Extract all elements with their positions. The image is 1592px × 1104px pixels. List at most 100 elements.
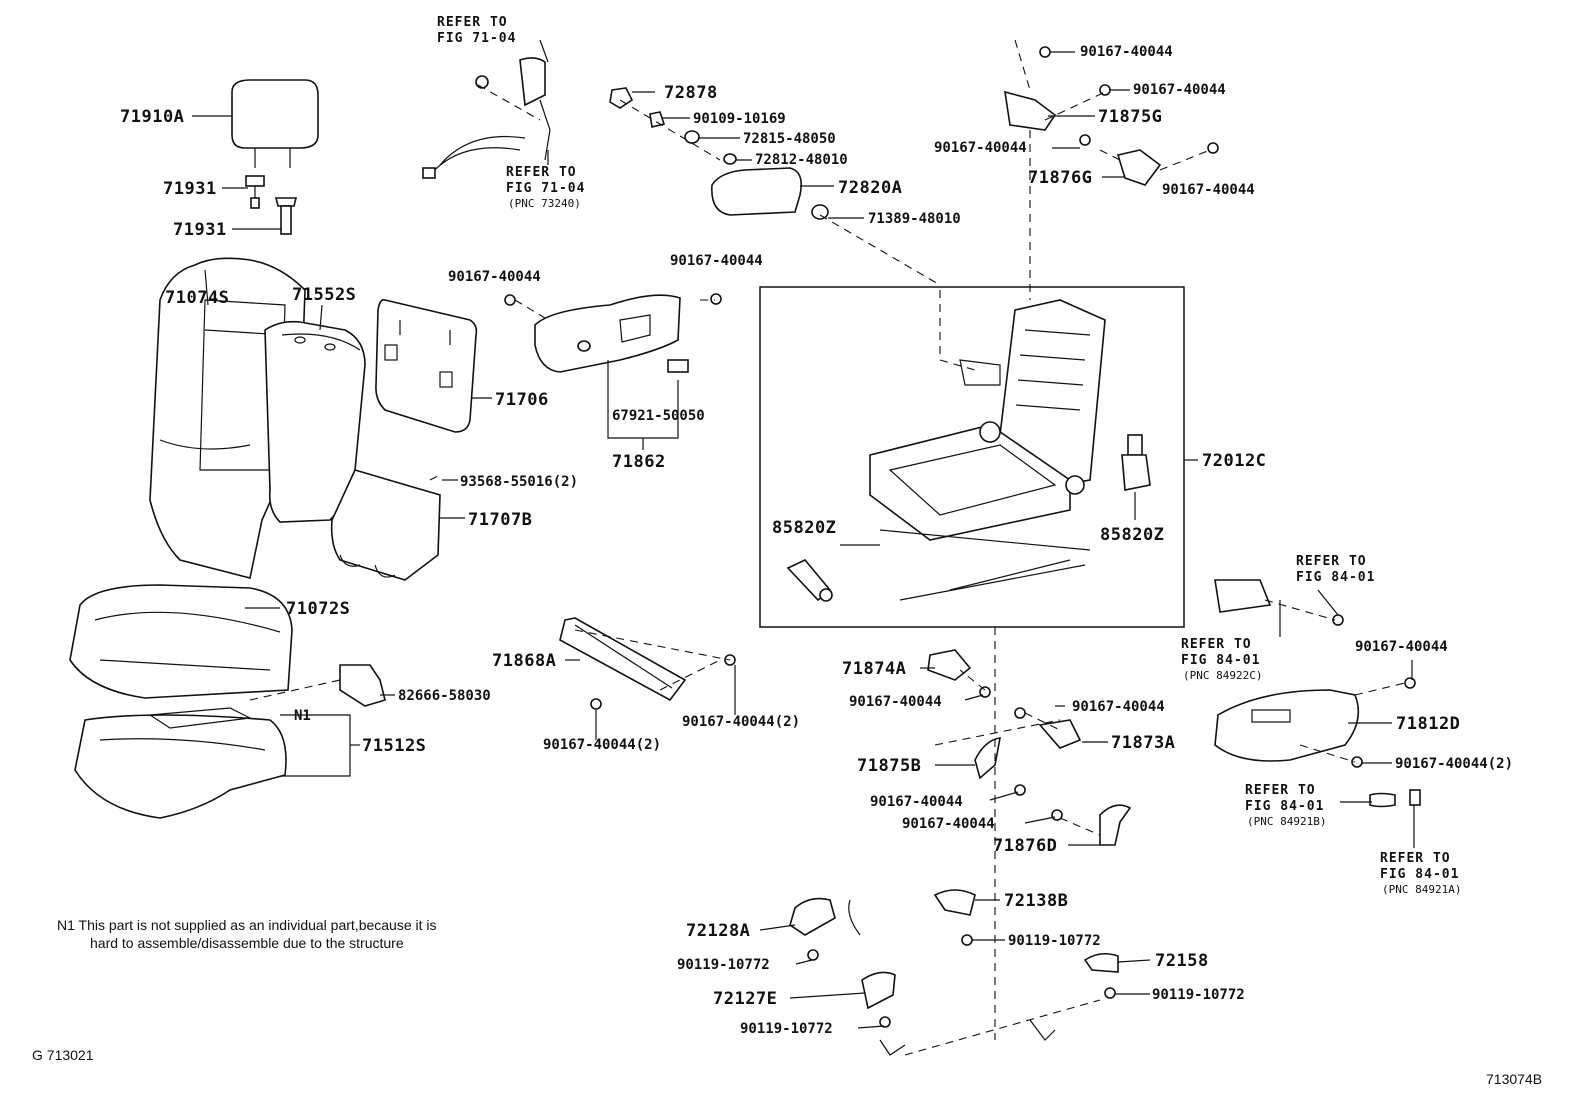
cover-72127E-part — [861, 971, 896, 1028]
leader-lines — [192, 39, 1415, 1029]
label-90119-a: 90119-10772 — [677, 957, 770, 973]
ref-5-pnc: (PNC 84921B) — [1247, 815, 1326, 828]
label-82666: 82666-58030 — [398, 688, 491, 704]
label-90109: 90109-10169 — [693, 111, 786, 127]
bracket-71875G-part — [1004, 46, 1111, 131]
footnote: N1 This part is not supplied as an indiv… — [57, 917, 437, 951]
outer-shield-71812D-part — [1214, 677, 1416, 768]
label-71389: 71389-48010 — [868, 211, 961, 227]
lower-board-part — [330, 469, 441, 581]
label-71910A: 71910A — [120, 107, 184, 127]
label-93568: 93568-55016(2) — [460, 474, 578, 490]
ref-5-line2: FIG 84-01 — [1245, 799, 1324, 814]
label-71876D: 71876D — [993, 836, 1057, 856]
cover-72138B-part — [933, 889, 976, 946]
ref-2-line1: REFER TO — [506, 165, 577, 180]
footnote-line1: N1 This part is not supplied as an indiv… — [57, 917, 437, 933]
ref-5-line1: REFER TO — [1245, 783, 1316, 798]
label-71512S: 71512S — [362, 736, 426, 756]
label-72138B: 72138B — [1004, 891, 1068, 911]
headrest-guide-upper — [245, 175, 265, 209]
armrest-part — [711, 167, 803, 216]
label-90167-top-3: 90167-40044 — [934, 140, 1027, 156]
label-90167-mid-4: 90167-40044 — [902, 816, 995, 832]
reference-notes: REFER TO FIG 71-04 REFER TO FIG 71-04 (P… — [437, 15, 1461, 896]
label-90167-mid-2: 90167-40044 — [1072, 699, 1165, 715]
label-90167-right-1: 90167-40044 — [1355, 639, 1448, 655]
label-72815: 72815-48050 — [743, 131, 836, 147]
headrest-part — [231, 79, 319, 168]
label-72127E: 72127E — [713, 989, 777, 1009]
label-90119-b: 90119-10772 — [740, 1021, 833, 1037]
floor-outline — [848, 899, 1056, 1056]
shield-71868A-part — [559, 617, 736, 710]
ref-2-line2: FIG 71-04 — [506, 181, 585, 196]
label-72820A: 72820A — [838, 178, 902, 198]
figure-code-left: G 713021 — [32, 1047, 94, 1063]
ref-6-line1: REFER TO — [1380, 851, 1451, 866]
label-72128A: 72128A — [686, 921, 750, 941]
label-90167-shield-b: 90167-40044(2) — [543, 737, 661, 753]
label-71812D: 71812D — [1396, 714, 1460, 734]
seat-cushion-pad-part — [74, 707, 287, 819]
label-90167-mid-1: 90167-40044 — [849, 694, 942, 710]
seat-cushion-cover-part — [69, 584, 293, 699]
label-85820Z-left: 85820Z — [772, 518, 836, 538]
part-number-labels: 71910A 71931 71931 71074S 71552S 71706 9… — [120, 44, 1513, 1037]
ref-1-line1: REFER TO — [437, 15, 508, 30]
label-90167-right-2: 90167-40044(2) — [1395, 756, 1513, 772]
figure-code-right: 713074B — [1486, 1071, 1542, 1087]
label-71072S: 71072S — [286, 599, 350, 619]
footnote-line2: hard to assemble/disassemble due to the … — [90, 935, 404, 951]
switch-knob-part — [1369, 789, 1421, 808]
label-72012C: 72012C — [1202, 451, 1266, 471]
label-90167-top-4: 90167-40044 — [1162, 182, 1255, 198]
label-71876G: 71876G — [1028, 168, 1092, 188]
label-71931-upper: 71931 — [163, 179, 217, 199]
seat-frame-part — [869, 299, 1106, 601]
seatback-pad-part — [264, 320, 366, 523]
label-71074S: 71074S — [165, 288, 229, 308]
seatbelt-buckle-part — [422, 57, 551, 179]
label-90119-d: 90119-10772 — [1152, 987, 1245, 1003]
label-71868A: 71868A — [492, 651, 556, 671]
label-67921: 67921-50050 — [612, 408, 705, 424]
label-N1: N1 — [294, 708, 311, 724]
footer-codes: G 713021 713074B — [32, 1047, 1542, 1087]
label-90167-side-b: 90167-40044 — [670, 253, 763, 269]
ref-4-line1: REFER TO — [1181, 637, 1252, 652]
label-85820Z-right: 85820Z — [1100, 525, 1164, 545]
label-71862: 71862 — [612, 452, 666, 472]
cover-72128A-part — [789, 897, 836, 961]
bracket-71876D-part — [1051, 804, 1132, 846]
label-72812: 72812-48010 — [755, 152, 848, 168]
seat-frame-box — [759, 286, 1185, 628]
bracket-71875B-part — [974, 737, 1026, 796]
ref-4-pnc: (PNC 84922C) — [1183, 669, 1262, 682]
label-72158: 72158 — [1155, 951, 1209, 971]
bracket-71876G-part — [1079, 134, 1219, 186]
label-71931-lower: 71931 — [173, 220, 227, 240]
back-board-part — [375, 298, 478, 433]
ref-4-line2: FIG 84-01 — [1181, 653, 1260, 668]
label-71875G: 71875G — [1098, 107, 1162, 127]
ref-1-line2: FIG 71-04 — [437, 31, 516, 46]
label-90167-top-2: 90167-40044 — [1133, 82, 1226, 98]
buckle-bolt — [475, 75, 489, 89]
label-71873A: 71873A — [1111, 733, 1175, 753]
headrest-guide-lower — [274, 197, 298, 235]
ref-3-line1: REFER TO — [1296, 554, 1367, 569]
ref-6-line2: FIG 84-01 — [1380, 867, 1459, 882]
assembly-dashed-lines — [249, 39, 1406, 1056]
cover-72158-part — [1083, 952, 1119, 999]
label-90167-mid-3: 90167-40044 — [870, 794, 963, 810]
label-71707B: 71707B — [468, 510, 532, 530]
ref-2-pnc: (PNC 73240) — [508, 197, 581, 210]
motor-part-left — [786, 559, 833, 602]
label-72878: 72878 — [664, 83, 718, 103]
label-71552S: 71552S — [292, 285, 356, 305]
side-cover-part — [534, 294, 681, 373]
label-90167-top-1: 90167-40044 — [1080, 44, 1173, 60]
bracket-71874A-part — [927, 649, 991, 698]
